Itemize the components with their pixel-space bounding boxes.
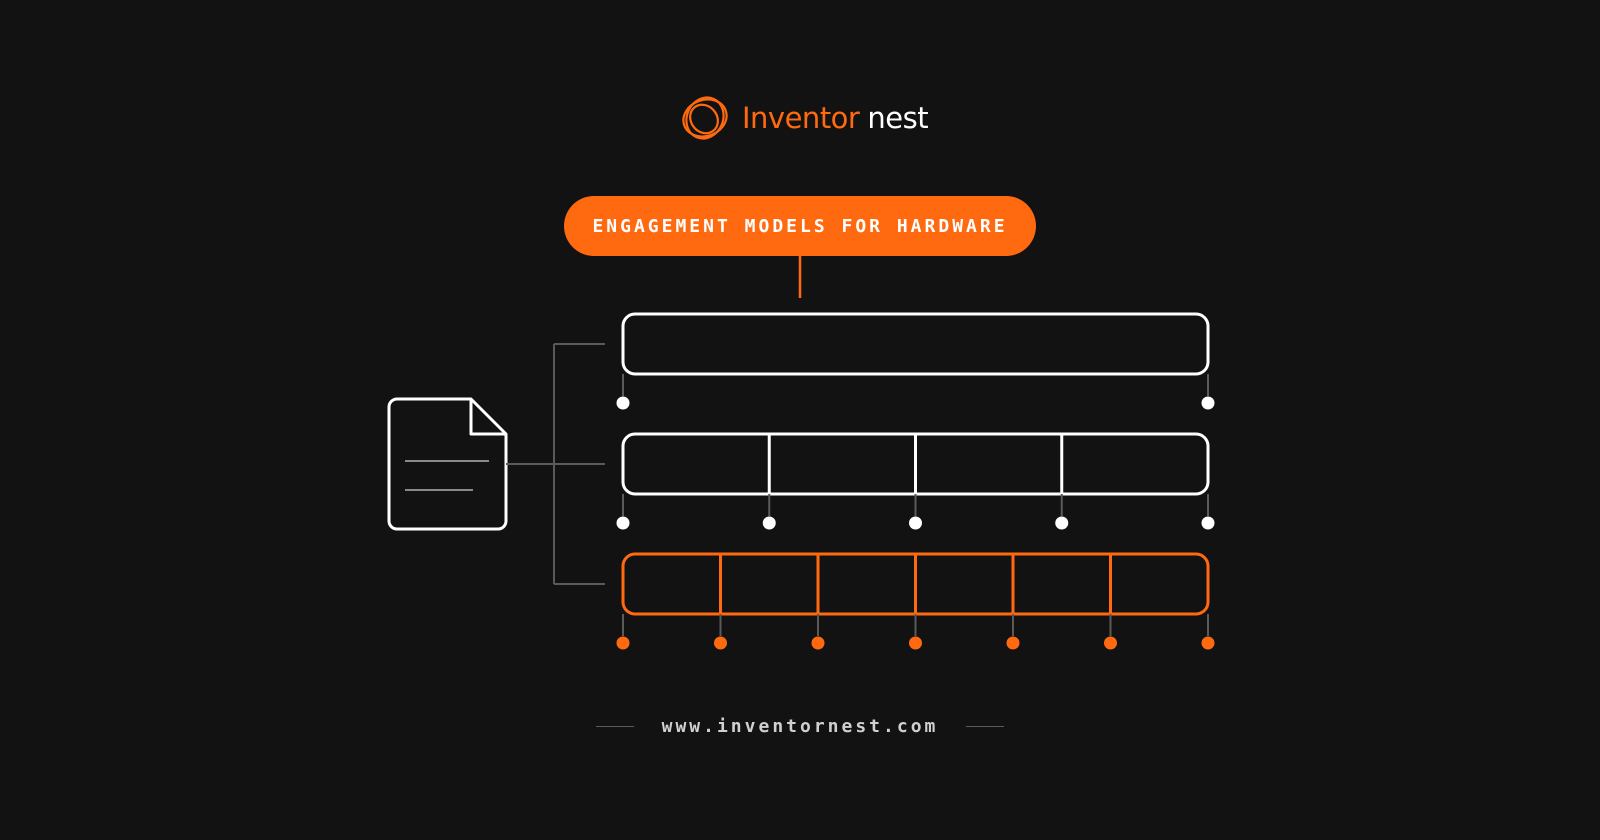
milestone-dot bbox=[1201, 396, 1215, 410]
brand-name-part2: nest bbox=[867, 100, 929, 135]
model-bar bbox=[621, 312, 1210, 376]
milestone-dot bbox=[616, 396, 630, 410]
milestone-dot bbox=[616, 636, 630, 650]
footer-rule-right bbox=[966, 726, 1004, 727]
milestone-dot bbox=[909, 636, 922, 650]
engagement-models-badge: ENGAGEMENT MODELS FOR HARDWARE bbox=[564, 196, 1036, 256]
milestone-dot bbox=[909, 516, 922, 530]
milestone-dot bbox=[616, 516, 630, 530]
milestone-dot bbox=[762, 516, 776, 530]
website-url: www.inventornest.com bbox=[661, 716, 939, 737]
model-bracket bbox=[506, 343, 605, 585]
milestone-dot bbox=[1104, 636, 1117, 650]
milestone-dot bbox=[1201, 636, 1215, 650]
brand-name-part1: Inventor bbox=[742, 100, 860, 135]
model-row bbox=[616, 312, 1215, 410]
model-row bbox=[616, 552, 1215, 650]
document-icon bbox=[387, 397, 508, 531]
footer-rule-left bbox=[596, 726, 634, 727]
milestone-dot bbox=[1006, 636, 1020, 650]
badge-label: ENGAGEMENT MODELS FOR HARDWARE bbox=[592, 215, 1008, 237]
model-row bbox=[616, 432, 1215, 530]
milestone-dot bbox=[1201, 516, 1215, 530]
orbit-rings-icon bbox=[682, 96, 728, 140]
milestone-dot bbox=[714, 636, 727, 650]
model-rows bbox=[616, 312, 1215, 650]
milestone-dot bbox=[811, 636, 825, 650]
footer: www.inventornest.com bbox=[596, 716, 1004, 737]
milestone-dot bbox=[1055, 516, 1069, 530]
